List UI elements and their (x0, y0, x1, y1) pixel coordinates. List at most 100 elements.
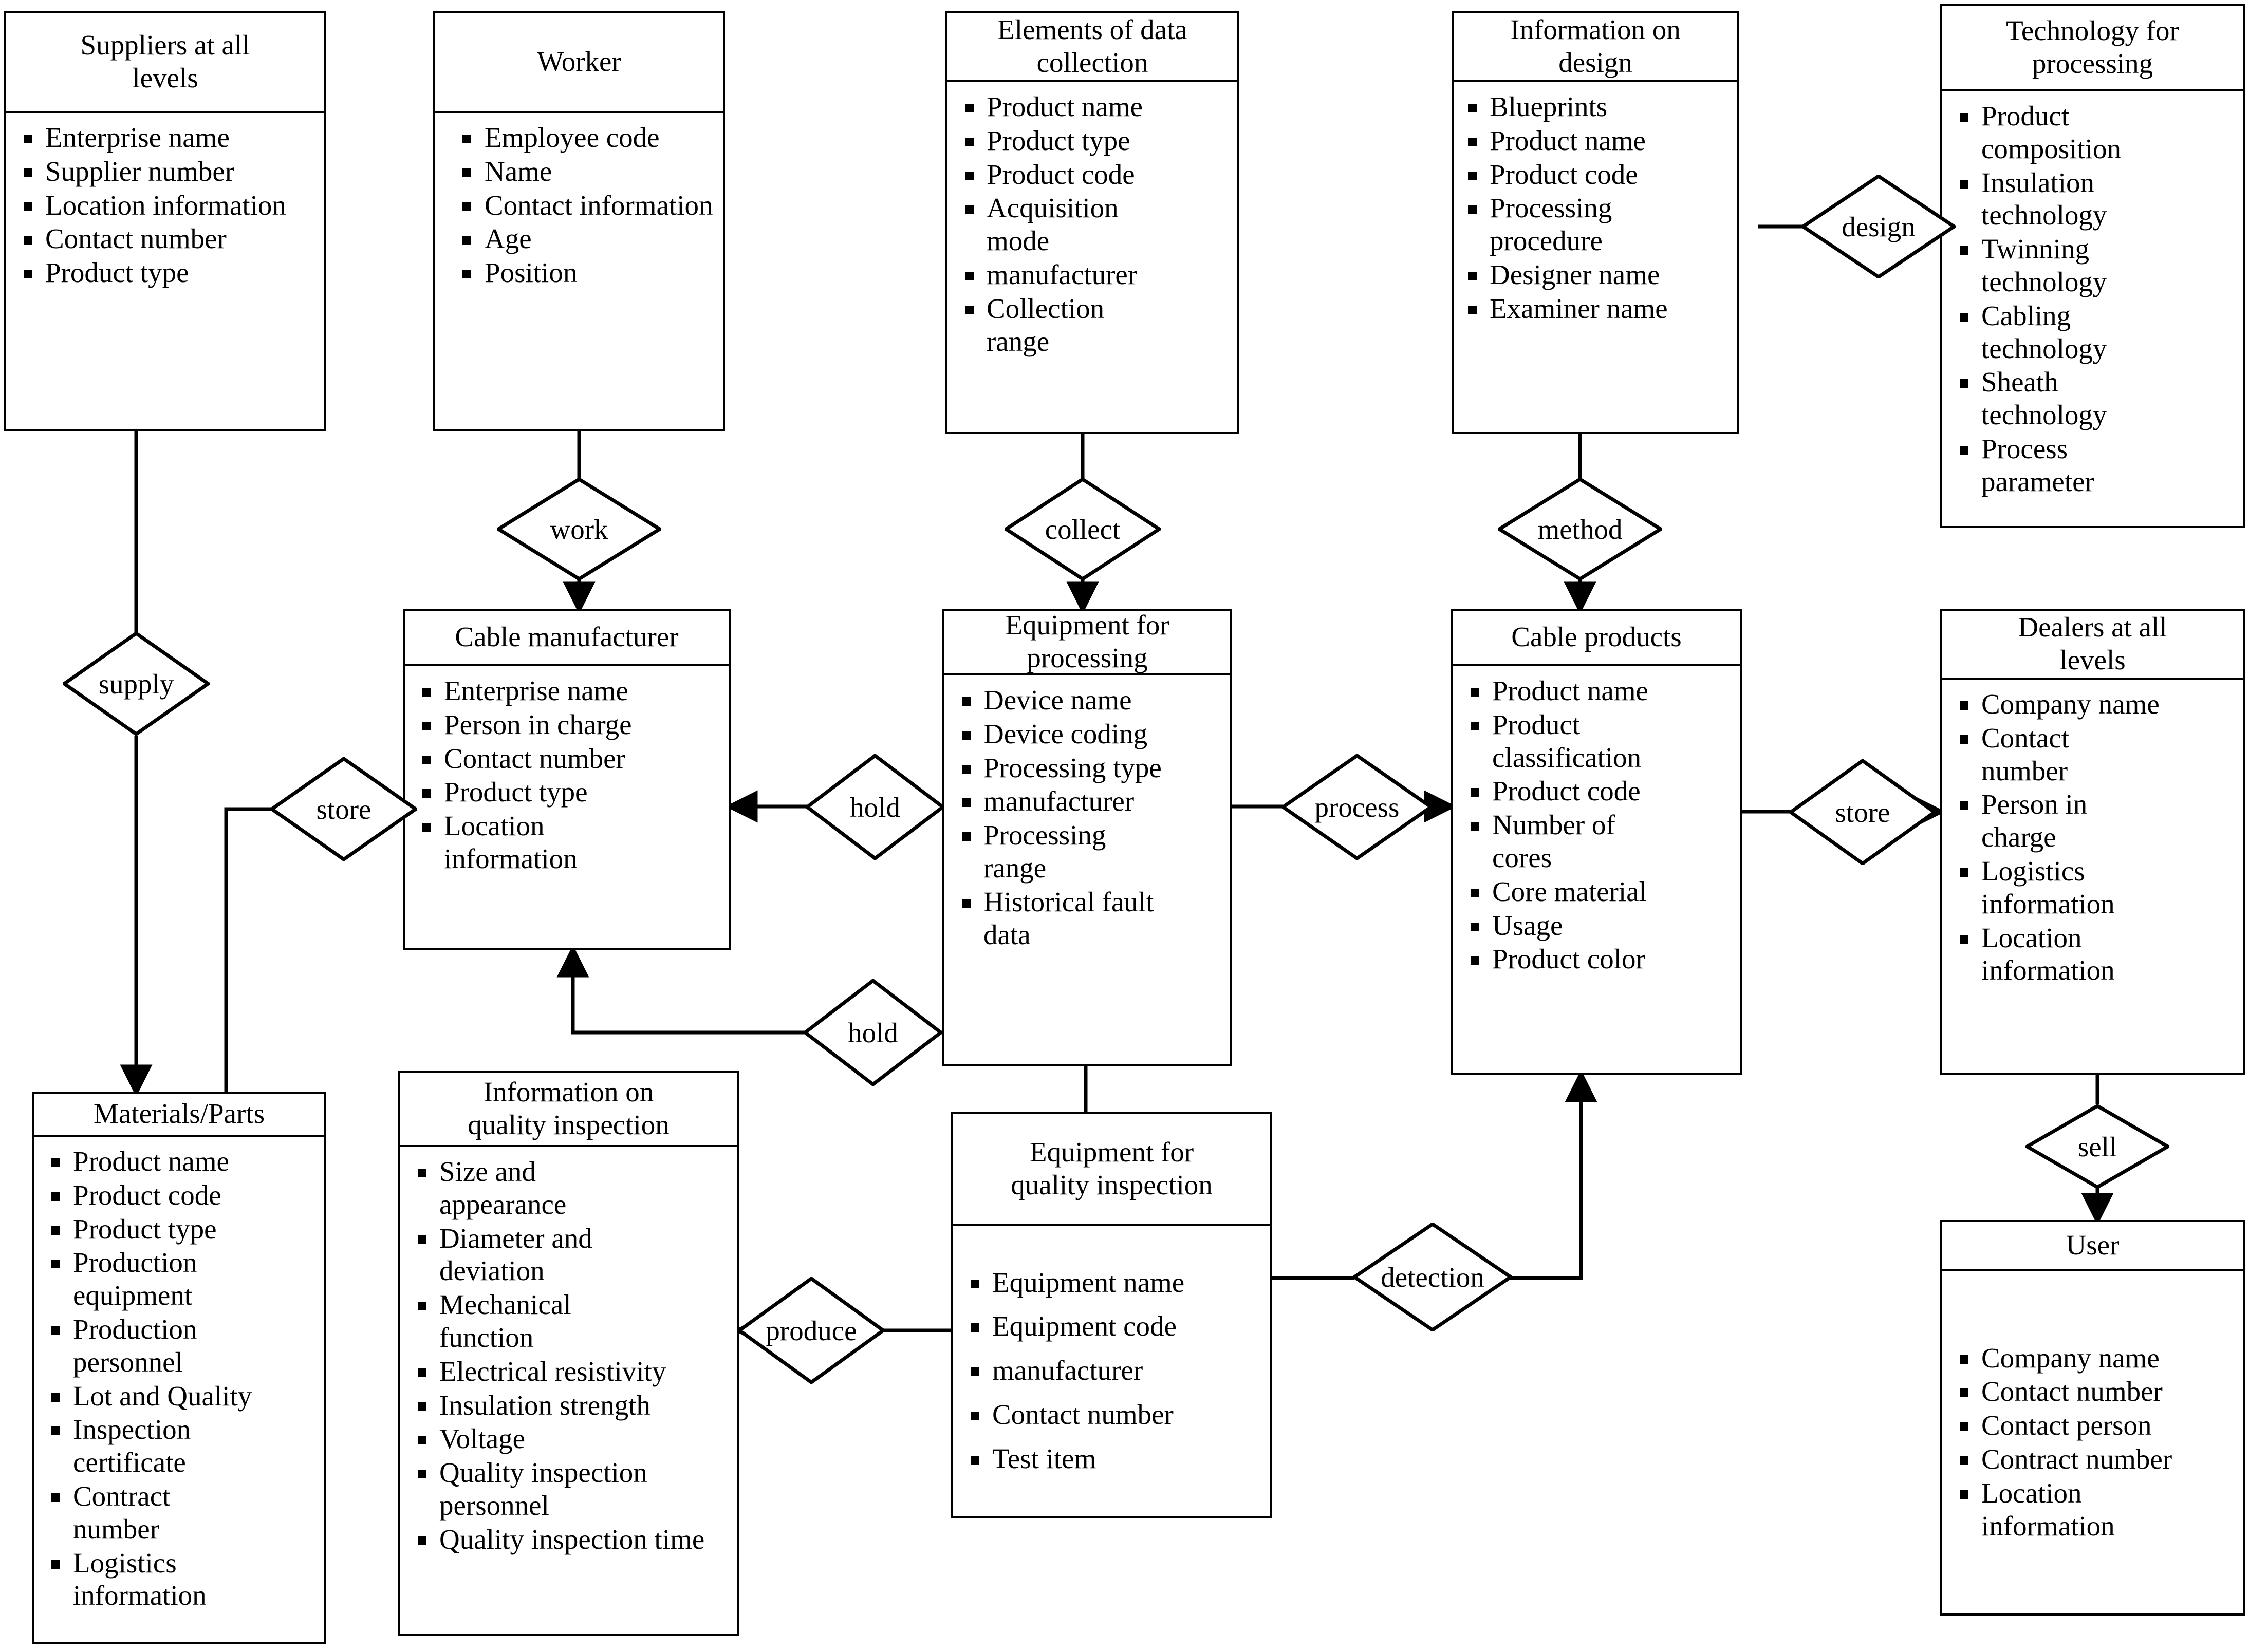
attribute: Logistics information (43, 1547, 227, 1612)
attribute: Contact number (1951, 722, 2135, 787)
attribute: Location information (1951, 922, 2151, 987)
attribute: Logistics information (1951, 855, 2151, 921)
attribute: Location information (15, 189, 319, 222)
relationship-label: store (1835, 796, 1890, 828)
attribute: Device name (954, 684, 1225, 717)
attribute: Cabling technology (1951, 299, 2151, 365)
attribute: Contract number (43, 1480, 222, 1546)
relationship-process[interactable]: process (1281, 754, 1433, 860)
entity-attributes: Product name Product code Product type P… (34, 1137, 324, 1642)
attribute: Contact number (1951, 1375, 2238, 1408)
relationship-label: method (1537, 513, 1623, 545)
relationship-label: supply (98, 668, 174, 700)
entity-attributes: Enterprise name Supplier number Location… (6, 113, 324, 429)
entity-title: Cable manufacturer (405, 611, 729, 666)
attribute: Process parameter (1951, 433, 2151, 498)
relationship-hold-processing[interactable]: hold (806, 754, 944, 860)
attribute: Quality inspection personnel (410, 1456, 712, 1522)
entity-attributes: Company name Contact number Person in ch… (1942, 680, 2243, 1073)
relationship-label: store (316, 793, 371, 825)
diamond-shape (1005, 478, 1161, 580)
attribute: Product code (43, 1179, 319, 1212)
entity-attributes: Product composition Insulation technolog… (1942, 91, 2243, 526)
entity-dealers[interactable]: Dealers at all levels Company name Conta… (1940, 609, 2245, 1075)
relationship-label: design (1842, 211, 1916, 242)
attribute: Person in charge (1951, 788, 2135, 854)
diamond-shape (2025, 1104, 2169, 1189)
relationship-work[interactable]: work (497, 478, 661, 580)
attribute: Product type (43, 1213, 319, 1246)
entity-title: User (1942, 1222, 2243, 1271)
diamond-shape (1498, 478, 1662, 580)
attribute: manufacturer (957, 258, 1232, 291)
attribute: Processing procedure (1460, 192, 1659, 257)
entity-materials-parts[interactable]: Materials/Parts Product name Product cod… (32, 1092, 326, 1644)
entity-attributes: Equipment name Equipment code manufactur… (953, 1226, 1270, 1516)
attribute: Designer name (1460, 258, 1732, 291)
attribute: Test item (962, 1442, 1265, 1475)
entity-title: Information on quality inspection (400, 1073, 737, 1147)
attribute: Diameter and deviation (410, 1222, 660, 1288)
attribute: Equipment name (962, 1266, 1265, 1299)
entity-worker[interactable]: Worker Employee code Name Contact inform… (433, 11, 725, 431)
relationship-hold-inspection[interactable]: hold (804, 979, 942, 1086)
entity-title: Equipment for quality inspection (953, 1114, 1270, 1226)
relationship-design[interactable]: design (1801, 175, 1956, 278)
relationship-sell[interactable]: sell (2025, 1104, 2169, 1189)
relationship-collect[interactable]: collect (1005, 478, 1161, 580)
entity-suppliers[interactable]: Suppliers at all levels Enterprise name … (4, 11, 326, 431)
attribute: Person in charge (414, 708, 723, 741)
entity-title: Technology for processing (1942, 6, 2243, 91)
attribute: Contact number (15, 222, 319, 255)
attribute: Enterprise name (414, 674, 723, 707)
entity-attributes: Employee code Name Contact information A… (435, 113, 723, 429)
entity-attributes: Company name Contact number Contact pers… (1942, 1271, 2243, 1613)
attribute: Product type (15, 256, 319, 289)
attribute: Acquisition mode (957, 192, 1156, 257)
attribute: Equipment code (962, 1310, 1265, 1343)
attribute: Mechanical function (410, 1288, 640, 1354)
attribute: Collection range (957, 292, 1156, 358)
relationship-label: process (1314, 791, 1400, 823)
attribute: Lot and Quality (43, 1380, 319, 1413)
attribute: Product code (1462, 775, 1735, 808)
attribute: Insulation technology (1951, 166, 2151, 232)
entity-equipment-for-quality-inspection[interactable]: Equipment for quality inspection Equipme… (951, 1112, 1272, 1518)
relationship-supply[interactable]: supply (63, 632, 210, 736)
entity-cable-products[interactable]: Cable products Product name Product clas… (1451, 609, 1742, 1075)
entity-user[interactable]: User Company name Contact number Contact… (1940, 1220, 2245, 1616)
entity-title: Worker (435, 13, 723, 113)
diamond-shape (63, 632, 210, 736)
relationship-label: hold (850, 791, 900, 823)
entity-attributes: Product name Product type Product code A… (947, 82, 1237, 432)
entity-title: Dealers at all levels (1942, 611, 2243, 680)
attribute: Product name (43, 1145, 319, 1178)
attribute: Contact number (962, 1398, 1265, 1431)
attribute: Processing range (954, 819, 1153, 885)
entity-technology-for-processing[interactable]: Technology for processing Product compos… (1940, 4, 2245, 528)
attribute: Contact number (414, 742, 723, 775)
entity-title: Elements of data collection (947, 13, 1237, 82)
attribute: Examiner name (1460, 292, 1732, 325)
attribute: Usage (1462, 909, 1735, 942)
entity-equipment-for-processing[interactable]: Equipment for processing Device name Dev… (942, 609, 1232, 1066)
attribute: Product classification (1462, 708, 1667, 774)
relationship-detection[interactable]: detection (1353, 1223, 1512, 1331)
attribute: Company name (1951, 688, 2238, 721)
attribute: Production equipment (43, 1246, 258, 1312)
attribute: Product code (1460, 158, 1732, 191)
entity-attributes: Enterprise name Person in charge Contact… (405, 666, 729, 948)
entity-information-on-quality-inspection[interactable]: Information on quality inspection Size a… (398, 1071, 739, 1636)
diamond-shape (497, 478, 661, 580)
relationship-method[interactable]: method (1498, 478, 1662, 580)
relationship-produce[interactable]: produce (738, 1277, 885, 1384)
attribute: Position (444, 256, 718, 289)
entity-cable-manufacturer[interactable]: Cable manufacturer Enterprise name Perso… (403, 609, 731, 950)
attribute: Supplier number (15, 155, 319, 188)
relationship-store-materials[interactable]: store (270, 757, 417, 861)
entity-elements-of-data-collection[interactable]: Elements of data collection Product name… (945, 11, 1239, 434)
attribute: Name (444, 155, 718, 188)
attribute: Size and appearance (410, 1155, 614, 1221)
relationship-store-dealers[interactable]: store (1789, 759, 1936, 865)
entity-information-on-design[interactable]: Information on design Blueprints Product… (1452, 11, 1739, 434)
